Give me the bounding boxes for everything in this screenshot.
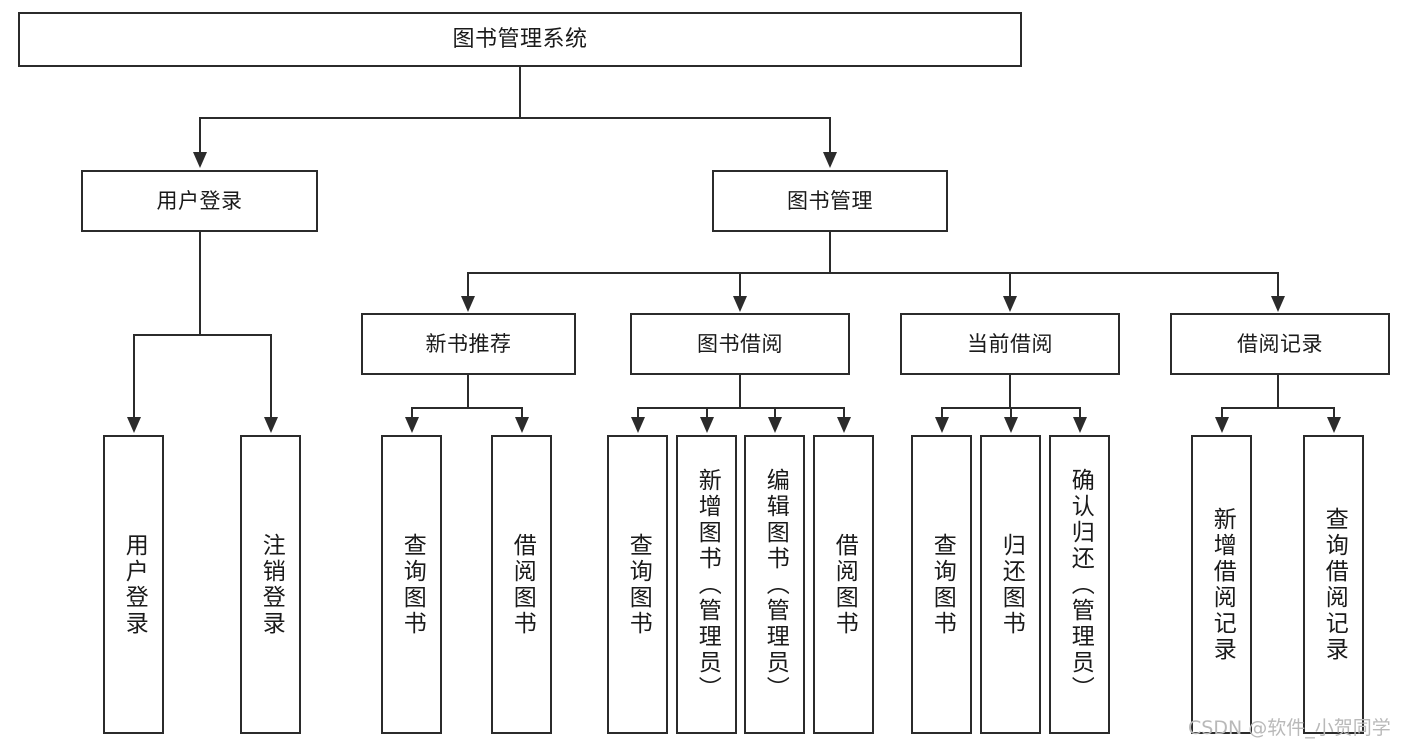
edge-borrow-stem: [739, 375, 741, 409]
node-label: 查询图书: [929, 532, 956, 637]
node-label: 新增借阅记录: [1209, 506, 1236, 663]
edge-root-to-user-login: [199, 117, 201, 154]
arrow-current-1: [1004, 417, 1018, 433]
arrow-root-to-book-manage: [823, 152, 837, 168]
node-root-system[interactable]: 图书管理系统: [18, 12, 1022, 67]
leaf-current-query-book[interactable]: 查询图书: [911, 435, 972, 734]
arrow-user-login-1: [264, 417, 278, 433]
node-book-borrow[interactable]: 图书借阅: [630, 313, 850, 375]
arrow-borrow-2: [768, 417, 782, 433]
node-current-borrow[interactable]: 当前借阅: [900, 313, 1120, 375]
arrow-bm-3: [1271, 296, 1285, 312]
arrow-newbook-1: [515, 417, 529, 433]
node-label: 借阅记录: [1237, 331, 1323, 356]
edge-current-drop-2: [1079, 407, 1081, 419]
edge-record-drop-1: [1333, 407, 1335, 419]
edge-newbook-stem: [467, 375, 469, 409]
node-label: 用户登录: [156, 188, 243, 213]
edge-current-drop-1: [1010, 407, 1012, 419]
leaf-newbook-borrow-book[interactable]: 借阅图书: [491, 435, 552, 734]
edge-user-login-drop-0: [133, 334, 135, 419]
leaf-user-login-logout[interactable]: 注销登录: [240, 435, 301, 734]
edge-book-manage-stem: [829, 232, 831, 274]
node-label: 编辑图书（管理员）: [762, 467, 789, 702]
node-borrow-record[interactable]: 借阅记录: [1170, 313, 1390, 375]
arrow-borrow-3: [837, 417, 851, 433]
leaf-newbook-query-book[interactable]: 查询图书: [381, 435, 442, 734]
node-label: 归还图书: [998, 532, 1025, 637]
leaf-user-login-login[interactable]: 用户登录: [103, 435, 164, 734]
arrow-current-0: [935, 417, 949, 433]
node-label: 图书借阅: [697, 331, 783, 356]
edge-borrow-bar: [637, 407, 844, 409]
leaf-borrow-borrow-book[interactable]: 借阅图书: [813, 435, 874, 734]
arrow-bm-2: [1003, 296, 1017, 312]
node-label: 查询借阅记录: [1321, 506, 1348, 663]
node-label: 当前借阅: [967, 331, 1053, 356]
arrow-bm-0: [461, 296, 475, 312]
edge-root-bar: [199, 117, 831, 119]
edge-newbook-bar: [411, 407, 523, 409]
edge-borrow-drop-2: [774, 407, 776, 419]
edge-root-stem: [519, 67, 521, 119]
edge-bm-drop-0: [467, 272, 469, 298]
node-label: 用户登录: [121, 532, 148, 637]
node-user-login[interactable]: 用户登录: [81, 170, 318, 232]
arrow-borrow-0: [631, 417, 645, 433]
leaf-borrow-add-book-admin[interactable]: 新增图书（管理员）: [676, 435, 737, 734]
node-label: 查询图书: [625, 532, 652, 637]
edge-root-to-book-manage: [829, 117, 831, 154]
leaf-current-confirm-return-admin[interactable]: 确认归还（管理员）: [1049, 435, 1110, 734]
arrow-borrow-1: [700, 417, 714, 433]
edge-bm-drop-2: [1009, 272, 1011, 298]
node-label: 图书管理: [787, 188, 873, 213]
edge-current-stem: [1009, 375, 1011, 409]
leaf-borrow-query-book[interactable]: 查询图书: [607, 435, 668, 734]
edge-record-drop-0: [1221, 407, 1223, 419]
arrow-bm-1: [733, 296, 747, 312]
arrow-newbook-0: [405, 417, 419, 433]
arrow-record-1: [1327, 417, 1341, 433]
edge-current-drop-0: [941, 407, 943, 419]
edge-record-bar: [1221, 407, 1335, 409]
node-label: 借阅图书: [509, 532, 536, 637]
edge-bm-drop-3: [1277, 272, 1279, 298]
edge-bm-drop-1: [739, 272, 741, 298]
leaf-record-add-record[interactable]: 新增借阅记录: [1191, 435, 1252, 734]
edge-user-login-drop-1: [270, 334, 272, 419]
edge-record-stem: [1277, 375, 1279, 409]
node-label: 查询图书: [399, 532, 426, 637]
node-label: 借阅图书: [831, 532, 858, 637]
arrow-record-0: [1215, 417, 1229, 433]
edge-borrow-drop-1: [706, 407, 708, 419]
arrow-user-login-0: [127, 417, 141, 433]
node-new-book-recommend[interactable]: 新书推荐: [361, 313, 576, 375]
edge-newbook-drop-1: [521, 407, 523, 419]
edge-borrow-drop-0: [637, 407, 639, 419]
node-book-management[interactable]: 图书管理: [712, 170, 948, 232]
node-label: 新增图书（管理员）: [694, 467, 721, 702]
leaf-borrow-edit-book-admin[interactable]: 编辑图书（管理员）: [744, 435, 805, 734]
edge-book-manage-bar: [467, 272, 1279, 274]
edge-user-login-stem: [199, 232, 201, 336]
leaf-current-return-book[interactable]: 归还图书: [980, 435, 1041, 734]
csdn-watermark: CSDN @软件_小贺同学: [1188, 717, 1391, 739]
node-label: 图书管理系统: [452, 26, 588, 52]
node-label: 确认归还（管理员）: [1067, 467, 1094, 702]
arrow-root-to-user-login: [193, 152, 207, 168]
edge-borrow-drop-3: [843, 407, 845, 419]
node-label: 新书推荐: [425, 331, 512, 356]
edge-newbook-drop-0: [411, 407, 413, 419]
arrow-current-2: [1073, 417, 1087, 433]
leaf-record-query-record[interactable]: 查询借阅记录: [1303, 435, 1364, 734]
edge-user-login-bar: [133, 334, 272, 336]
node-label: 注销登录: [258, 532, 285, 637]
